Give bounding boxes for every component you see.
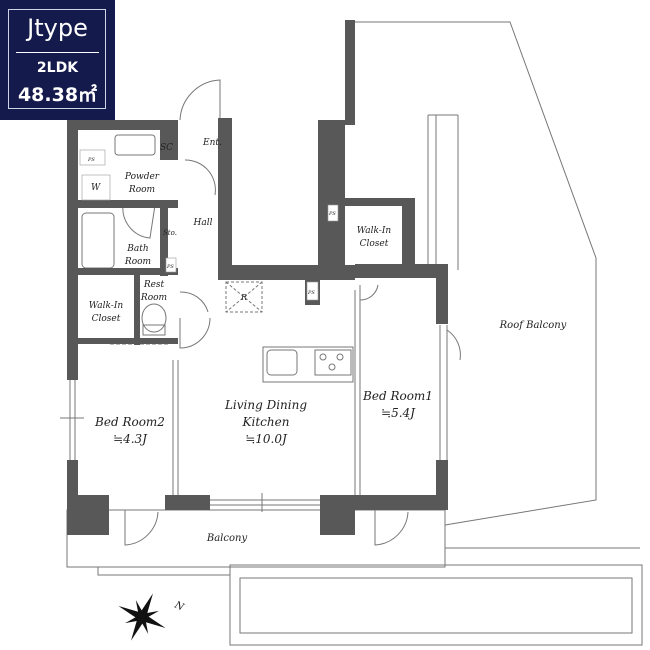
label-bed-room-1-size: ≒5.4J [381, 406, 416, 420]
label-r: R [240, 293, 247, 302]
label-bath-room: Bath [126, 244, 148, 254]
label-w: W [91, 183, 101, 193]
toilet-icon [141, 303, 167, 333]
label-hall: Hall [193, 218, 213, 228]
label-bath-room-2: Room [124, 257, 151, 267]
label-roof-balcony: Roof Balcony [499, 320, 567, 331]
label-rest-room: Rest [143, 280, 165, 290]
compass-rose-icon: N [118, 593, 187, 641]
badge-frame [8, 9, 106, 109]
stove-icon [314, 349, 352, 376]
north-label: N [172, 599, 187, 614]
label-ps-2: PS [166, 264, 174, 270]
label-ldk: Living Dining [224, 398, 307, 412]
label-walk-in-closet: Walk-In [89, 301, 124, 311]
label-sc: SC [160, 143, 173, 153]
badge-divider [16, 52, 99, 53]
unit-type-badge: Jtype 2LDK 48.38㎡ [0, 0, 115, 120]
railing [229, 564, 643, 646]
label-ent: Ent. [202, 138, 222, 148]
kitchen-counter [262, 346, 354, 383]
outdoor-outlines [60, 21, 643, 646]
label-powder-room: Powder [124, 172, 160, 182]
label-ldk-size: ≒10.0J [245, 432, 288, 446]
label-balcony: Balcony [206, 533, 248, 544]
label-ldk-2: Kitchen [242, 415, 290, 429]
entrance-door-swing [179, 79, 221, 121]
label-sto: Sto. [163, 229, 177, 237]
label-bed-room-1: Bed Room1 [362, 389, 433, 403]
label-ps-4: PS [328, 211, 336, 217]
label-walk-in-closet-2: Closet [92, 314, 121, 324]
unit-type: Jtype [27, 14, 88, 42]
ps-boxes [79, 149, 339, 301]
label-powder-room-2: Room [128, 185, 155, 195]
label-walk-in-closet-upper-2: Closet [360, 239, 389, 249]
label-ps-3: PS [307, 290, 315, 296]
balcony-outline [66, 509, 446, 568]
walls [67, 20, 448, 535]
room-labels: Ent. SC PS W Powder Room Hall Sto. PS Ba… [87, 138, 567, 544]
roof-balcony-outline [355, 21, 597, 526]
label-ps: PS [87, 157, 95, 163]
unit-layout: 2LDK [36, 60, 79, 76]
label-walk-in-closet-upper: Walk-In [357, 226, 392, 236]
unit-area: 48.38㎡ [17, 84, 98, 106]
sink-icon [266, 349, 298, 376]
label-bed-room-2-size: ≒4.3J [113, 432, 148, 446]
label-rest-room-2: Room [140, 293, 167, 303]
label-bed-room-2: Bed Room2 [94, 415, 165, 429]
